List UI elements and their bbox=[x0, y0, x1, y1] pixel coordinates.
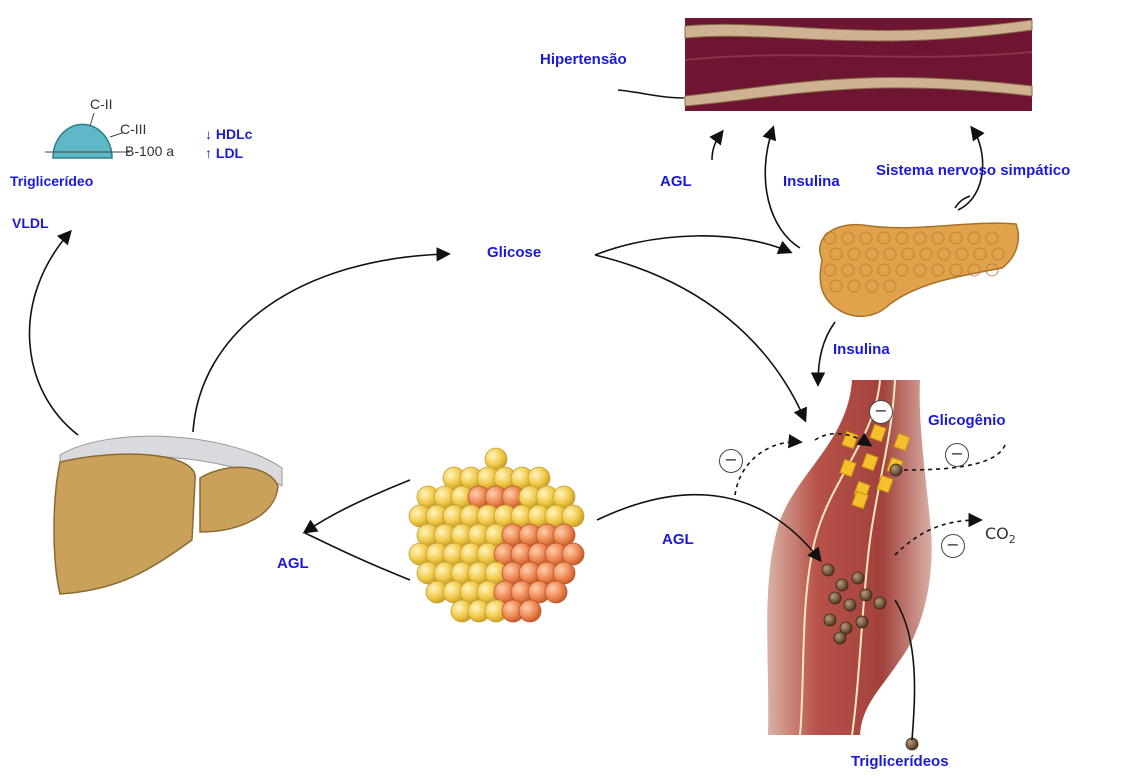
lipid-droplet bbox=[856, 616, 868, 628]
pancreas bbox=[820, 223, 1018, 316]
label-glicogenio: Glicogênio bbox=[928, 412, 1006, 429]
label-agl-left: AGL bbox=[277, 555, 309, 572]
label-insulina-mid: Insulina bbox=[833, 341, 890, 358]
fat-cell-orange bbox=[519, 600, 541, 622]
inhibit-symbol: − bbox=[941, 534, 965, 558]
label-hdl: ↓ HDLc bbox=[205, 126, 252, 142]
label-insulina-top: Insulina bbox=[783, 173, 840, 190]
blood-vessel bbox=[685, 18, 1032, 111]
inhibit-symbol: − bbox=[945, 443, 969, 467]
fat-cell-orange bbox=[545, 581, 567, 603]
inhibit-symbol: − bbox=[869, 400, 893, 424]
label-ldl: ↑ LDL bbox=[205, 145, 243, 161]
lipoprotein-particle bbox=[45, 113, 130, 158]
label-agl-top: AGL bbox=[660, 173, 692, 190]
lipid-droplet bbox=[874, 597, 886, 609]
label-triglicerideo: Triglicerídeo bbox=[10, 173, 93, 189]
label-vldl: VLDL bbox=[12, 215, 49, 231]
lipid-droplet bbox=[824, 614, 836, 626]
label-co2: CO2 bbox=[985, 524, 1016, 546]
lipid-droplet bbox=[822, 564, 834, 576]
lipid-droplet bbox=[844, 599, 856, 611]
apo-b100: B-100 a bbox=[125, 143, 174, 159]
label-trigliceridios: Triglicerídeos bbox=[851, 753, 949, 770]
lipid-droplet bbox=[852, 572, 864, 584]
apo-c2: C-II bbox=[90, 96, 113, 112]
liver bbox=[54, 436, 282, 594]
inhibit-symbol: − bbox=[719, 449, 743, 473]
lipid-droplet bbox=[834, 632, 846, 644]
apo-c3: C-III bbox=[120, 121, 146, 137]
lipid-droplet bbox=[829, 592, 841, 604]
lipid-droplet bbox=[836, 579, 848, 591]
lipid-droplet bbox=[860, 589, 872, 601]
label-sistema-nervoso: Sistema nervoso simpático bbox=[876, 162, 1070, 179]
label-hipertensao: Hipertensão bbox=[540, 51, 627, 68]
adipose-tissue bbox=[409, 448, 584, 622]
label-glicose: Glicose bbox=[487, 244, 541, 261]
lipid-droplet bbox=[890, 464, 902, 476]
label-agl-mid: AGL bbox=[662, 531, 694, 548]
